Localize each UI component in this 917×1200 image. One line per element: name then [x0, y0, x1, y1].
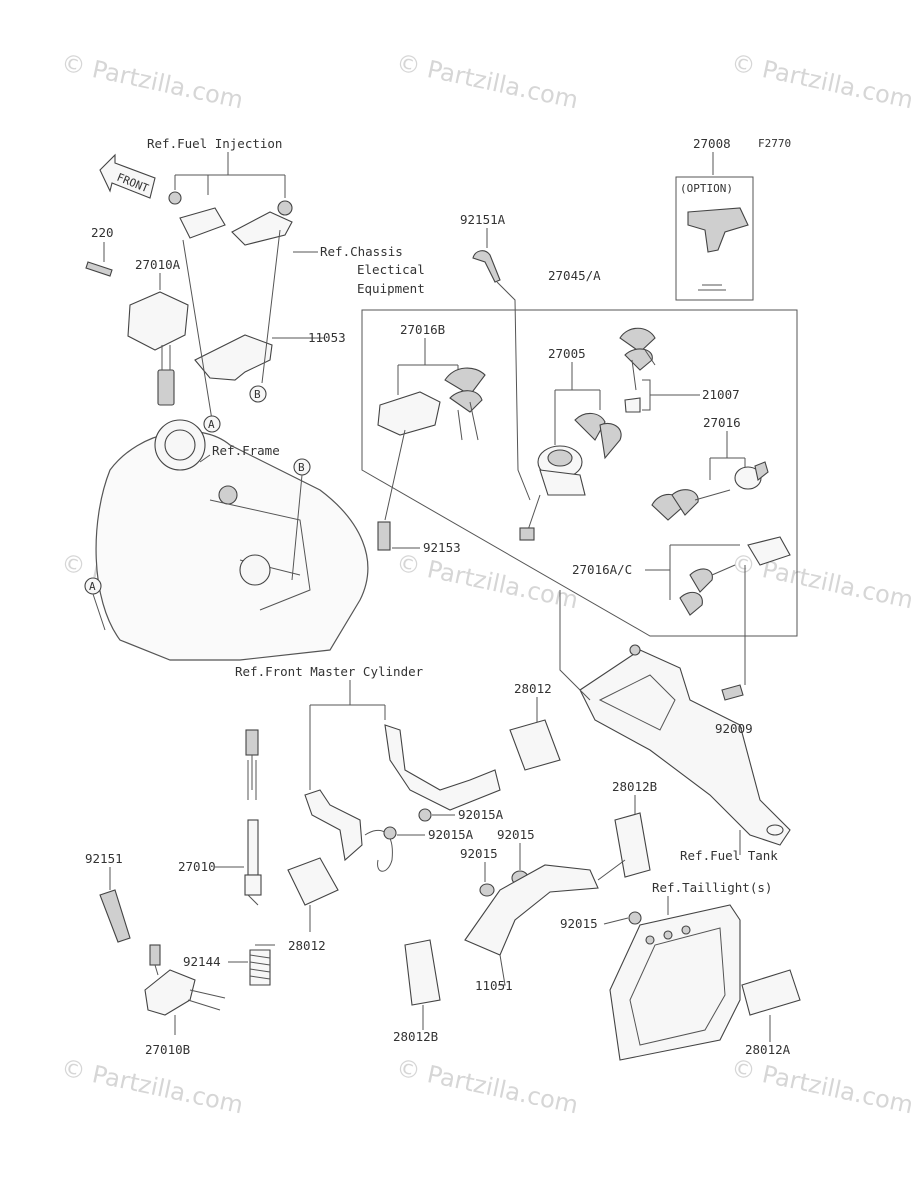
label-27016B: 27016B — [400, 322, 445, 337]
marker-A-top — [203, 415, 221, 433]
label-220: 220 — [91, 225, 114, 240]
label-92153: 92153 — [423, 540, 461, 555]
label-92015-2: 92015 — [460, 846, 498, 861]
option-label: (OPTION) — [680, 182, 733, 195]
bracket-11051 — [464, 864, 599, 956]
label-27008: 27008 — [693, 136, 731, 151]
label-28012-top: 28012 — [514, 681, 552, 696]
watermark-3: © Partzilla.com — [729, 48, 916, 114]
option-box — [675, 176, 754, 301]
label-27016AC: 27016A/C — [572, 562, 632, 577]
marker-B-top — [249, 385, 267, 403]
fuel-injection-connectors — [168, 191, 293, 246]
label-27045A: 27045/A — [548, 268, 601, 283]
marker-A-top-label: A — [208, 418, 215, 431]
label-11053: 11053 — [308, 330, 346, 345]
label-28012B-top: 28012B — [612, 779, 657, 794]
ref-chassis-line2: Electical — [357, 262, 425, 277]
label-28012A: 28012A — [745, 1042, 791, 1057]
marker-A-frame-label: A — [89, 580, 96, 593]
label-92015A-2: 92015A — [428, 827, 474, 842]
label-27010A: 27010A — [135, 257, 181, 272]
label-92151A: 92151A — [460, 212, 506, 227]
label-28012-bot: 28012 — [288, 938, 326, 953]
ref-fuel-tank: Ref.Fuel Tank — [680, 848, 778, 863]
label-27016: 27016 — [703, 415, 741, 430]
label-11051: 11051 — [475, 978, 513, 993]
switch-27010B — [144, 944, 226, 1016]
label-92015A-1: 92015A — [458, 807, 504, 822]
label-21007: 21007 — [702, 387, 740, 402]
ignition-bracket — [579, 644, 791, 846]
watermark-5: © Partzilla.com — [394, 548, 581, 614]
watermark-9: © Partzilla.com — [729, 1053, 916, 1119]
marker-B-top-label: B — [254, 388, 261, 401]
label-28012B-bot: 28012B — [393, 1029, 438, 1044]
watermark-1: © Partzilla.com — [59, 48, 246, 114]
label-27005: 27005 — [548, 346, 586, 361]
label-27010B: 27010B — [145, 1042, 190, 1057]
front-arrow: FRONT — [99, 153, 156, 199]
ref-fuel-injection: Ref.Fuel Injection — [147, 136, 282, 151]
ref-front-master-cylinder: Ref.Front Master Cylinder — [235, 664, 424, 679]
marker-B-frame-label: B — [298, 461, 305, 474]
label-92015-1: 92015 — [497, 827, 535, 842]
label-92151: 92151 — [85, 851, 123, 866]
ref-frame: Ref.Frame — [212, 443, 280, 458]
figure-code: F2770 — [758, 137, 791, 150]
ref-chassis-line1: Ref.Chassis — [320, 244, 403, 259]
label-92009: 92009 — [715, 721, 753, 736]
frame-assembly — [95, 419, 369, 661]
relay-27010A — [127, 291, 189, 406]
label-27010: 27010 — [178, 859, 216, 874]
watermark-7: © Partzilla.com — [59, 1053, 246, 1119]
ref-chassis-line3: Equipment — [357, 281, 425, 296]
watermark-8: © Partzilla.com — [394, 1053, 581, 1119]
watermark-2: © Partzilla.com — [394, 48, 581, 114]
taillight-bracket — [609, 904, 741, 1061]
label-92144: 92144 — [183, 954, 221, 969]
ignition-kit-outline — [361, 309, 798, 637]
label-92015-3: 92015 — [560, 916, 598, 931]
ref-taillight: Ref.Taillight(s) — [652, 880, 772, 895]
